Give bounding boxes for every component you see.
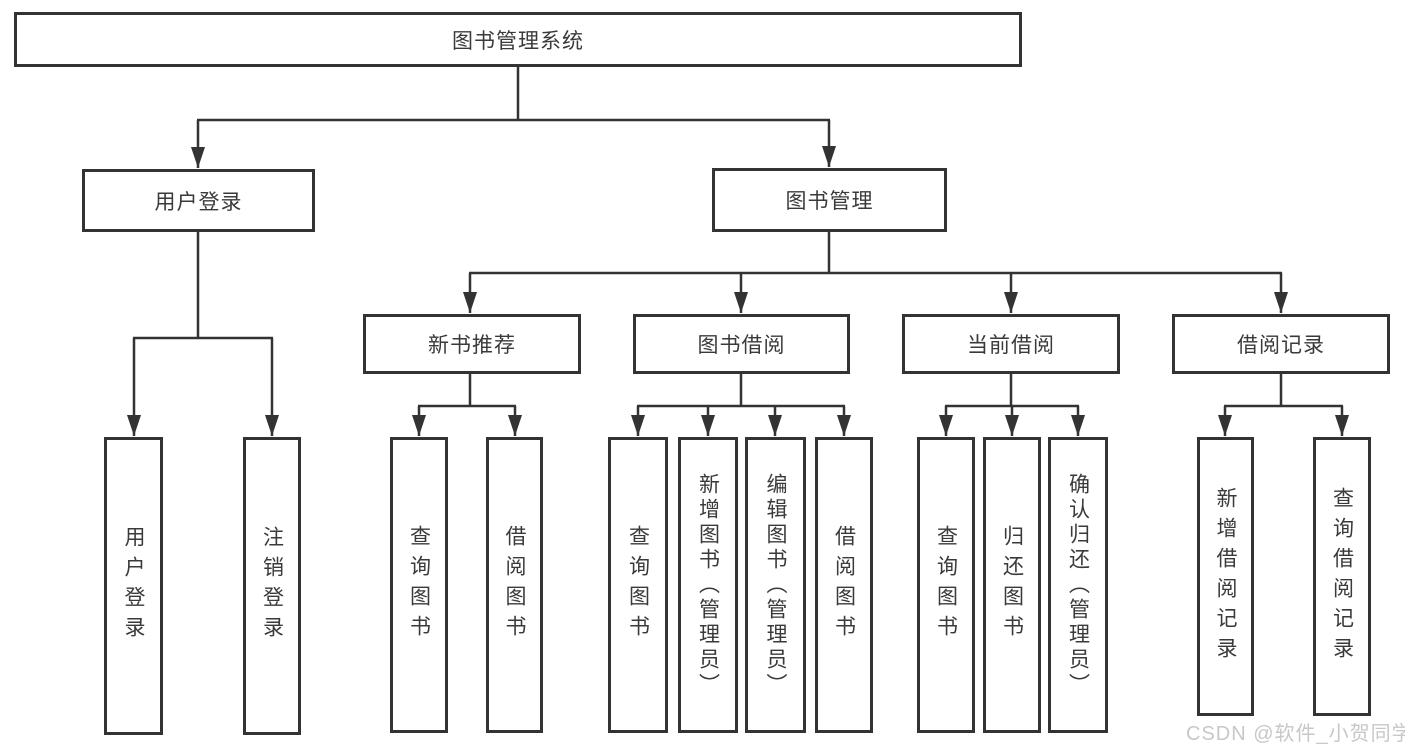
csdn-watermark: CSDN @软件_小贺同学 [1186, 723, 1405, 745]
leaf-records-add-record: 新增借阅记录 [1197, 437, 1254, 716]
leaf-label: 用户登录 [122, 526, 145, 646]
leaf-logout: 注销登录 [243, 437, 301, 735]
node-user-login: 用户登录 [82, 169, 315, 232]
node-label: 借阅记录 [1237, 334, 1325, 357]
leaf-newbook-borrow-books: 借阅图书 [486, 437, 543, 733]
leaf-label: 注销登录 [260, 526, 284, 646]
node-label: 图书管理 [785, 190, 874, 213]
leaf-borrow-query-books: 查询图书 [608, 437, 668, 733]
node-borrow-records: 借阅记录 [1172, 314, 1390, 374]
leaf-newbook-query-books: 查询图书 [390, 437, 448, 733]
node-book-management: 图书管理 [712, 168, 947, 232]
node-label: 用户登录 [154, 190, 243, 214]
node-label: 图书借阅 [697, 334, 786, 357]
node-book-borrow: 图书借阅 [633, 314, 850, 374]
leaf-borrow-edit-books-admin: 编辑图书（管理员） [745, 437, 806, 733]
leaf-borrow-borrow-books: 借阅图书 [815, 437, 873, 733]
leaf-current-confirm-return-admin: 确认归还（管理员） [1048, 437, 1108, 733]
leaf-label: 查询图书 [934, 525, 958, 645]
leaf-label: 新增图书（管理员） [696, 472, 720, 698]
leaf-current-query-books: 查询图书 [917, 437, 975, 733]
leaf-label: 借阅图书 [503, 525, 526, 645]
leaf-label: 编辑图书（管理员） [764, 472, 787, 698]
leaf-label: 查询图书 [407, 525, 431, 645]
node-label: 新书推荐 [428, 334, 516, 357]
node-library-system-root: 图书管理系统 [14, 12, 1022, 67]
leaf-label: 查询图书 [626, 525, 650, 645]
leaf-label: 确认归还（管理员） [1066, 472, 1090, 698]
leaf-label: 查询借阅记录 [1330, 486, 1354, 667]
leaf-records-query-record: 查询借阅记录 [1313, 437, 1371, 716]
node-label: 当前借阅 [967, 334, 1055, 357]
leaf-user-login: 用户登录 [104, 437, 163, 735]
node-label: 图书管理系统 [452, 29, 584, 53]
leaf-label: 借阅图书 [832, 525, 856, 645]
node-new-book-recommend: 新书推荐 [363, 314, 581, 374]
leaf-borrow-add-books-admin: 新增图书（管理员） [678, 437, 738, 733]
leaf-label: 归还图书 [1000, 525, 1024, 645]
node-current-borrow: 当前借阅 [902, 314, 1120, 374]
leaf-label: 新增借阅记录 [1214, 486, 1237, 667]
leaf-current-return-books: 归还图书 [983, 437, 1041, 733]
